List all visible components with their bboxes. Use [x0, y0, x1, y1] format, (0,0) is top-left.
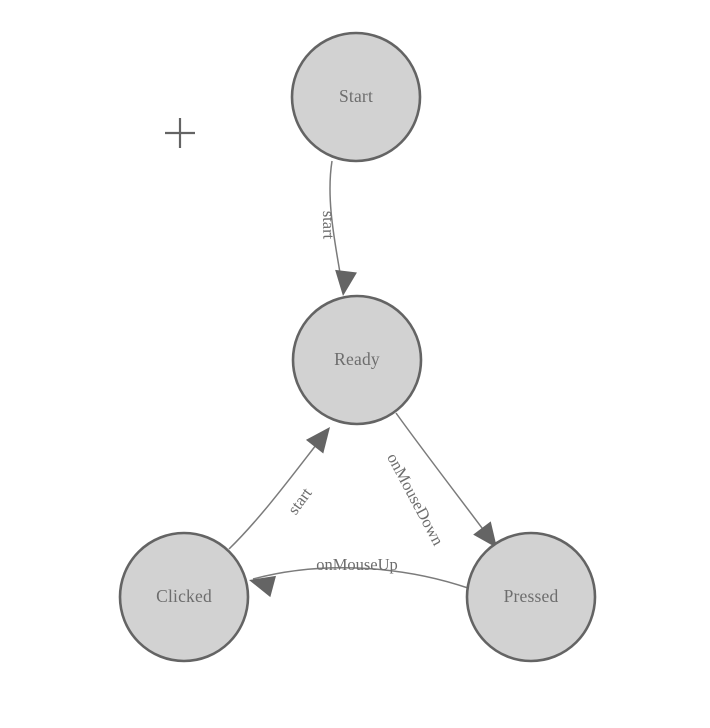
edge-path-pressed-to-clicked[interactable]	[252, 567, 469, 589]
edge-label-start-to-ready: start	[319, 211, 339, 240]
node-start-circle[interactable]	[290, 31, 422, 163]
node-pressed-circle[interactable]	[465, 531, 597, 663]
node-start[interactable]: Start	[290, 31, 422, 163]
edge-ready-to-pressed[interactable]: onMouseDown	[383, 412, 506, 555]
node-clicked-circle[interactable]	[118, 531, 250, 663]
arrow-head-ready-to-pressed	[473, 521, 497, 548]
edge-label-ready-to-pressed: onMouseDown	[383, 450, 448, 549]
node-pressed-label: Pressed	[504, 586, 559, 606]
edge-path-clicked-to-ready[interactable]	[228, 430, 328, 550]
arrow-head-pressed-to-clicked	[249, 575, 276, 598]
node-ready-circle[interactable]	[291, 294, 423, 426]
edge-pressed-to-clicked[interactable]: onMouseUp	[246, 555, 469, 598]
arrow-head-start-to-ready	[335, 269, 357, 296]
node-pressed[interactable]: Pressed	[465, 531, 597, 663]
node-start-label: Start	[339, 86, 373, 106]
arrow-head-clicked-to-ready	[305, 427, 330, 454]
node-clicked-label: Clicked	[156, 586, 212, 606]
plus-marker[interactable]	[165, 118, 195, 148]
node-clicked[interactable]: Clicked	[118, 531, 250, 663]
edge-clicked-to-ready[interactable]: start	[228, 420, 339, 550]
edge-label-clicked-to-ready: start	[284, 484, 316, 518]
edge-start-to-ready[interactable]: start	[319, 160, 357, 297]
node-ready-label: Ready	[334, 349, 380, 369]
edge-label-pressed-to-clicked: onMouseUp	[316, 555, 398, 574]
node-ready[interactable]: Ready	[291, 294, 423, 426]
